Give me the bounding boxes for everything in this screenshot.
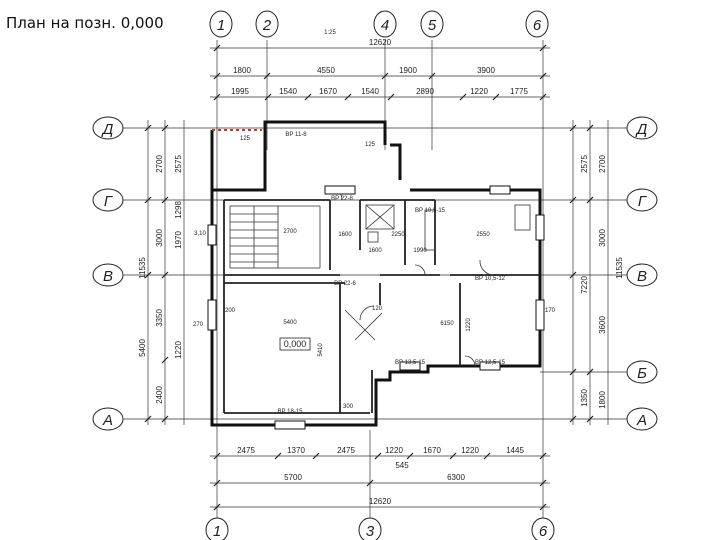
dim-top-row2: 1540 bbox=[361, 87, 379, 96]
room-dim-label: 2550 bbox=[476, 232, 490, 238]
axis-bubble-right-A: А bbox=[636, 412, 647, 429]
dim-left-outer: 3000 bbox=[155, 229, 164, 247]
small-label: 270 bbox=[193, 322, 204, 328]
dim-left-inner: 2575 bbox=[174, 155, 183, 173]
dim-top-row1: 1900 bbox=[399, 66, 417, 75]
small-label: 200 bbox=[225, 308, 236, 314]
dim-right-inner: 1350 bbox=[580, 389, 589, 407]
room-dim-label: 1600 bbox=[338, 232, 352, 238]
room-dim-label: 1600 bbox=[368, 248, 382, 254]
opening-label: ВР 10,5-15 bbox=[415, 208, 446, 214]
room-dim-label: 2700 bbox=[283, 229, 297, 235]
dim-top-row2: 2890 bbox=[416, 87, 434, 96]
dim-right-overall: 11535 bbox=[615, 257, 624, 279]
dim-top-row2: 1540 bbox=[279, 87, 297, 96]
opening-label: ВР 10,5-12 bbox=[475, 276, 506, 282]
dim-top-row2: 1995 bbox=[231, 87, 249, 96]
axis-bubble-left-G: Г bbox=[104, 193, 114, 210]
dim-bottom-row1: 1220 bbox=[385, 446, 403, 455]
axis-bubble-left-D: Д bbox=[101, 121, 114, 138]
dim-top-row2: 1775 bbox=[510, 87, 528, 96]
axis-bubble-bottom-6: 6 bbox=[539, 523, 548, 540]
opening-label: ВР 12,5-15 bbox=[475, 360, 506, 366]
room-dim-label: 5410 bbox=[318, 343, 324, 357]
axis-bubble-left-V: В bbox=[103, 268, 113, 285]
axis-bubble-right-B: Б bbox=[637, 365, 647, 382]
dim-left-overall: 11535 bbox=[138, 257, 147, 279]
opening-label: ВР 22-6 bbox=[334, 281, 356, 287]
opening-label: ВР 18-15 bbox=[277, 409, 303, 415]
dim-bottom-extra: 545 bbox=[395, 461, 409, 470]
stair bbox=[229, 205, 321, 269]
dim-left-inner: 1970 bbox=[174, 231, 183, 249]
room-dim-label: 6150 bbox=[440, 321, 454, 327]
small-label: 125 bbox=[365, 142, 376, 148]
axis-bubble-top-2: 2 bbox=[262, 17, 272, 34]
dim-top-row2: 1220 bbox=[470, 87, 488, 96]
room-dim-label: 1220 bbox=[466, 318, 472, 332]
small-label: 3,10 bbox=[194, 231, 206, 237]
dim-left-outer: 2700 bbox=[155, 155, 164, 173]
dim-right-inner: 7220 bbox=[580, 276, 589, 294]
axis-bubble-bottom-1: 1 bbox=[213, 523, 221, 540]
dim-bottom-row1: 2475 bbox=[337, 446, 355, 455]
dim-bottom-row1: 2475 bbox=[237, 446, 255, 455]
dim-right-outer: 1800 bbox=[598, 391, 607, 409]
small-label: 1:25 bbox=[324, 30, 336, 36]
axis-bubble-top-6: 6 bbox=[533, 17, 542, 34]
dim-top-row1: 4550 bbox=[317, 66, 335, 75]
dim-right-outer: 2700 bbox=[598, 155, 607, 173]
dim-bottom-row2: 5700 bbox=[284, 473, 302, 482]
axis-bubble-bottom-3: 3 bbox=[366, 523, 375, 540]
dim-bottom-row2: 6300 bbox=[447, 473, 465, 482]
dim-bottom-row1: 1220 bbox=[461, 446, 479, 455]
axis-bubble-right-G: Г bbox=[638, 193, 648, 210]
plan-title: План на позн. 0,000 bbox=[6, 14, 164, 32]
room-dim-label: 1990 bbox=[413, 248, 427, 254]
dim-left-outer: 5400 bbox=[138, 339, 147, 357]
axis-bubble-left-A: А bbox=[102, 412, 113, 429]
level-mark: 0,000 bbox=[284, 339, 307, 349]
dim-bottom-row1: 1670 bbox=[423, 446, 441, 455]
axis-bubble-top-1: 1 bbox=[217, 17, 225, 34]
axis-bubble-top-5: 5 bbox=[428, 17, 437, 34]
small-label: 120 bbox=[372, 306, 383, 312]
small-label: 170 bbox=[545, 308, 556, 314]
opening-label: ВР 13,5-15 bbox=[395, 360, 426, 366]
axis-bubble-top-4: 4 bbox=[381, 17, 389, 34]
dim-left-inner: 1298 bbox=[174, 201, 183, 219]
dim-right-outer: 3600 bbox=[598, 316, 607, 334]
dim-left-outer: 3350 bbox=[155, 309, 164, 327]
dim-bottom-overall: 12620 bbox=[369, 497, 392, 506]
dim-bottom-row1: 1370 bbox=[287, 446, 305, 455]
room-dim-label: 5400 bbox=[283, 320, 297, 326]
axis-bubble-right-D: Д bbox=[635, 121, 648, 138]
dim-right-inner: 2575 bbox=[580, 155, 589, 173]
opening-label: ВР 22-8 bbox=[331, 196, 353, 202]
room-dim-label: 2250 bbox=[391, 232, 405, 238]
dim-left-inner: 1220 bbox=[174, 341, 183, 359]
dim-left-outer: 2400 bbox=[155, 386, 164, 404]
dim-top-row1: 1800 bbox=[233, 66, 251, 75]
exterior-wall bbox=[210, 190, 275, 427]
dim-top-overall: 12620 bbox=[369, 38, 392, 47]
dim-right-outer: 3000 bbox=[598, 229, 607, 247]
small-label: 125 bbox=[240, 136, 251, 142]
dim-bottom-row1: 1445 bbox=[506, 446, 524, 455]
dim-top-row1: 3900 bbox=[477, 66, 495, 75]
dim-top-row2: 1670 bbox=[319, 87, 337, 96]
axis-bubble-right-V: В bbox=[637, 268, 647, 285]
small-label: 300 bbox=[343, 404, 354, 410]
opening-label: ВР 11-8 bbox=[285, 132, 307, 138]
